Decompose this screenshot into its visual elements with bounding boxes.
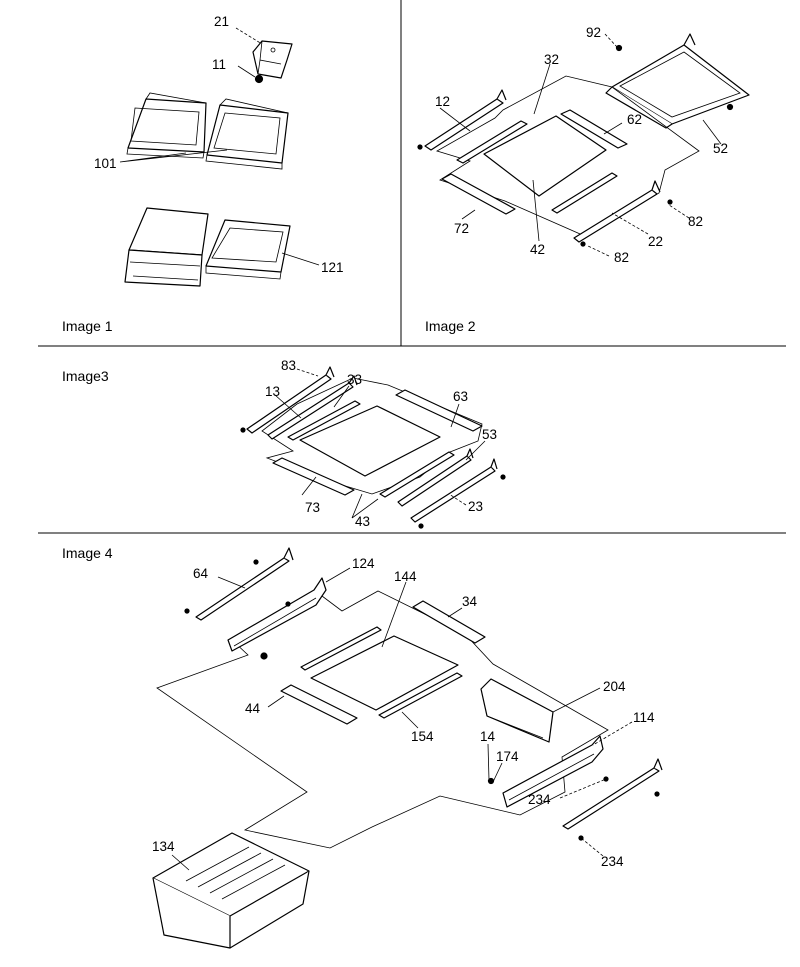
callout-174: 174 (496, 749, 519, 764)
callout-23: 23 (468, 499, 483, 514)
part-rail-22 (573, 180, 673, 247)
part-support-114 (487, 735, 609, 808)
panel-caption-2: Image 2 (425, 318, 476, 334)
part-glass-144 (310, 635, 459, 711)
part-trim-lower (551, 172, 618, 214)
callout-32: 32 (544, 52, 559, 67)
callout-144: 144 (394, 569, 417, 584)
callout-22: 22 (648, 234, 663, 249)
part-divider-204 (480, 678, 554, 743)
part-rail-upper-3 (267, 375, 358, 440)
panel-caption-3: Image3 (62, 368, 109, 384)
callout-11: 11 (212, 57, 226, 72)
callout-63: 63 (453, 389, 468, 404)
part-rail-12 (417, 89, 507, 151)
callout-101: 101 (94, 156, 117, 171)
ghost-outline-4 (156, 590, 609, 849)
part-shelf-101-left (126, 92, 207, 159)
callout-62: 62 (627, 112, 642, 127)
callout-154: 154 (411, 729, 434, 744)
part-support-124 (227, 577, 327, 660)
callout-124: 124 (352, 556, 375, 571)
callout-52: 52 (713, 141, 728, 156)
callout-44: 44 (245, 701, 261, 716)
ghost-outline-3 (261, 377, 483, 495)
part-trim-72 (441, 173, 516, 215)
callout-43: 43 (355, 514, 370, 529)
callout-33: 33 (347, 372, 362, 387)
part-rail-53 (397, 448, 474, 507)
panel-caption-4: Image 4 (62, 545, 113, 561)
part-trim-62 (560, 109, 628, 149)
part-trim-44 (280, 684, 358, 725)
callout-34: 34 (462, 594, 478, 609)
part-crisper-121 (205, 219, 291, 280)
part-rail-64-outer (184, 547, 294, 621)
part-crisper-left (124, 207, 209, 287)
callout-53: 53 (482, 427, 497, 442)
part-trim-63 (395, 389, 483, 432)
part-screw-11 (254, 74, 264, 84)
callout-64: 64 (193, 566, 209, 581)
part-rail-23 (410, 458, 506, 529)
callout-234a: 234 (528, 792, 551, 807)
part-glass-42 (483, 115, 607, 197)
part-trim-33 (287, 400, 361, 441)
callout-82b: 82 (614, 250, 629, 265)
part-drawer-134 (152, 832, 310, 949)
callout-121: 121 (321, 260, 344, 275)
callout-42: 42 (530, 242, 545, 257)
part-trim-upper-4 (300, 626, 382, 671)
callout-134: 134 (152, 839, 175, 854)
part-shelf-52 (605, 33, 750, 129)
callout-21: 21 (214, 14, 229, 29)
callout-13: 13 (265, 384, 280, 399)
part-rail-234 (562, 758, 663, 841)
callout-92: 92 (586, 25, 601, 40)
part-trim-34 (412, 600, 486, 644)
callout-12: 12 (435, 94, 450, 109)
callout-204: 204 (603, 679, 626, 694)
part-trim-lower-3 (379, 451, 455, 498)
callout-14: 14 (480, 729, 496, 744)
callout-234b: 234 (601, 854, 624, 869)
callout-72: 72 (454, 221, 469, 236)
panel-4-drawing (152, 547, 663, 949)
panel-2-drawing (417, 33, 750, 257)
panel-1-drawing (119, 27, 320, 287)
callout-83: 83 (281, 358, 296, 373)
callout-114: 114 (633, 710, 655, 725)
part-bracket-21 (252, 40, 293, 79)
part-trim-154 (378, 672, 463, 719)
part-rail-13 (240, 366, 335, 434)
panel-caption-1: Image 1 (62, 318, 113, 334)
callout-82a: 82 (688, 214, 703, 229)
panel-3-drawing (240, 366, 506, 529)
part-trim-32 (456, 120, 528, 164)
part-trim-73 (272, 457, 355, 496)
callout-73: 73 (305, 500, 320, 515)
part-shelf-101-right (205, 98, 289, 170)
part-glass-3 (299, 405, 441, 477)
